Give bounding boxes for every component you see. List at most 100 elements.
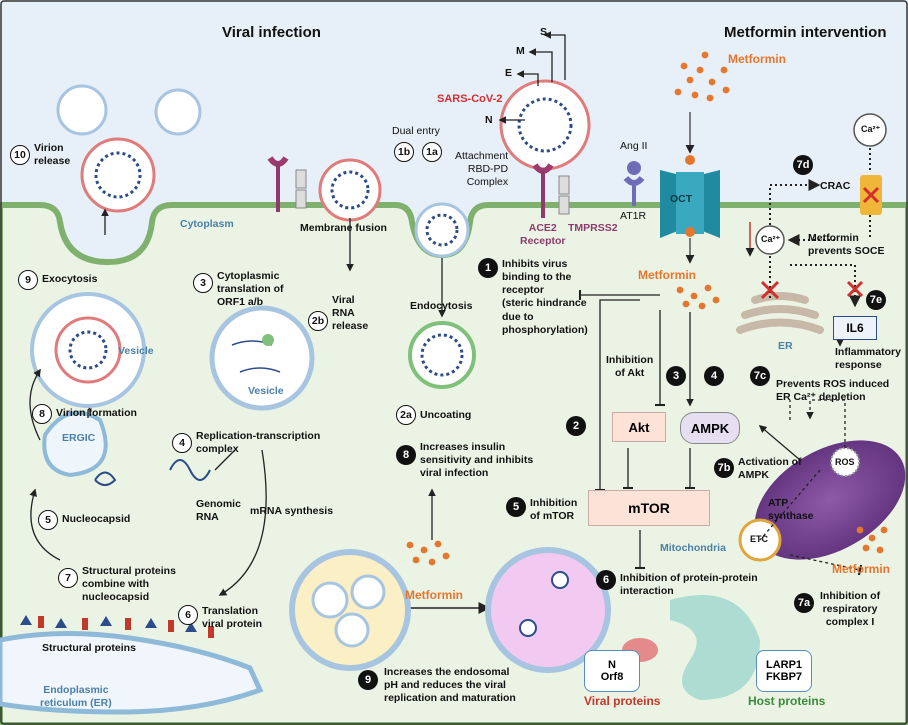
label-soce: Metformin prevents SOCE [808, 232, 885, 258]
label-step-r7c: Prevents ROS induced ER Ca²⁺ depletion [776, 378, 890, 404]
label-metformin-top: Metformin [728, 52, 786, 66]
step-r6-badge: 6 [596, 570, 616, 590]
virion-release [56, 84, 202, 213]
label-ace2: ACE2 Receptor [520, 222, 566, 248]
label-step-9: Exocytosis [42, 273, 98, 285]
step-10-badge: 10 [10, 145, 30, 165]
label-uncoating: Uncoating [420, 409, 472, 421]
label-step-r6: Inhibition of protein-protein interactio… [620, 572, 758, 598]
step-6-badge: 6 [178, 605, 198, 625]
ampk-box: AMPK [680, 412, 740, 444]
step-r4-badge: 4 [704, 366, 724, 386]
step-8-badge: 8 [32, 404, 52, 424]
mitochondrion [754, 440, 906, 560]
step-4-badge: 4 [172, 433, 192, 453]
viral-protein-box: N Orf8 [584, 650, 640, 692]
label-ang2: Ang II [620, 140, 648, 152]
label-er: Endoplasmic reticulum (ER) [40, 684, 112, 710]
label-e: E [505, 67, 513, 79]
step-r9-badge: 9 [358, 670, 378, 690]
label-sars-cov-2: SARS-CoV-2 [437, 93, 503, 105]
label-er-right: ER [778, 340, 793, 352]
nucleocapsid [94, 471, 117, 486]
label-vesicle-b: Vesicle [248, 385, 284, 397]
label-metformin-cyto: Metformin [638, 268, 696, 282]
step-r1-badge: 1 [478, 258, 498, 278]
label-step-r7a: Inhibition of respiratory complex I [820, 590, 881, 629]
step-r7a-badge: 7a [794, 593, 814, 613]
label-ros: ROS [835, 457, 855, 467]
label-attachment: Attachment RBD-PD Complex [455, 150, 509, 189]
step-7-badge: 7 [58, 568, 78, 588]
step-r2-badge: 2 [566, 416, 586, 436]
il6-box: IL6 [833, 316, 877, 340]
uncoating-vesicle [408, 321, 476, 389]
akt-box: Akt [612, 412, 666, 442]
label-metformin-mito: Metformin [832, 562, 890, 576]
label-step-6: Translation viral protein [202, 605, 263, 631]
step-r8-badge: 8 [396, 445, 416, 465]
label-step-r7e: Inflammatory response [835, 346, 901, 372]
label-genomic-rna: Genomic RNA [196, 498, 241, 524]
label-crac: CRAC [820, 180, 851, 192]
fusing-virion [318, 158, 382, 222]
label-ca-cytosol: Ca²⁺ [761, 234, 781, 244]
step-9-badge: 9 [18, 270, 38, 290]
genomic-rna [169, 459, 211, 481]
label-s: S [540, 26, 548, 38]
title-viral-infection: Viral infection [222, 24, 321, 41]
label-dual-entry: Dual entry [392, 125, 440, 137]
label-step-4: Replication-transcription complex [196, 430, 321, 456]
endoplasmic-reticulum [0, 630, 264, 715]
step-3-badge: 3 [193, 273, 213, 293]
sars-cov-2-virion [499, 79, 591, 171]
metformin-dots [406, 51, 888, 566]
label-viral-rna-release: Viral RNA release [332, 294, 369, 333]
label-mitochondria: Mitochondria [660, 542, 726, 554]
treated-endosome [485, 547, 611, 673]
label-oct: OCT [670, 193, 693, 205]
label-etc: ETC [750, 534, 768, 544]
replication-vesicle [209, 305, 315, 411]
endosome [289, 549, 411, 671]
step-5-badge: 5 [38, 510, 58, 530]
label-structural-proteins: Structural proteins [42, 642, 136, 654]
label-metformin-endosome: Metformin [405, 588, 463, 602]
step-r7d-badge: 7d [793, 155, 813, 175]
label-step-3: Cytoplasmic translation of ORF1 a/b [217, 270, 284, 309]
structural-protein-markers-red [38, 616, 214, 638]
title-metformin-intervention: Metformin intervention [724, 24, 887, 41]
step-r7e-badge: 7e [866, 290, 886, 310]
label-step-r7b: Activation of AMPK [738, 456, 802, 482]
step-r7c-badge: 7c [750, 366, 770, 386]
host-protein-shape [670, 595, 760, 700]
label-membrane-fusion: Membrane fusion [300, 222, 387, 234]
label-step-r9: Increases the endosomal pH and reduces t… [384, 666, 516, 705]
label-m: M [516, 45, 525, 57]
structural-protein-markers [20, 615, 197, 632]
label-step-r1: Inhibits virus binding to the receptor (… [502, 258, 588, 336]
step-1b-badge: 1b [394, 142, 414, 162]
label-step-r5: Inhibition of mTOR [530, 497, 578, 523]
receptor-shapes [267, 156, 645, 218]
label-viral-proteins: Viral proteins [584, 694, 661, 708]
label-host-proteins: Host proteins [748, 694, 826, 708]
label-atp-synthase: ATP synthase [768, 497, 814, 523]
label-at1r: AT1R [620, 210, 647, 222]
step-r3-badge: 3 [666, 366, 686, 386]
oct-channel [660, 155, 720, 238]
label-step-r8: Increases insulin sensitivity and inhibi… [420, 441, 534, 480]
label-ergic: ERGIC [62, 432, 96, 444]
step-10-label: Virion release [34, 142, 71, 168]
step-r7b-badge: 7b [714, 458, 734, 478]
label-n: N [485, 114, 493, 126]
label-tmprss2: TMPRSS2 [568, 222, 618, 234]
step-1a-badge: 1a [422, 142, 442, 162]
ergic-compartment [42, 410, 108, 478]
cytosolic-ca [755, 225, 785, 255]
label-endocytosis: Endocytosis [410, 300, 473, 312]
extracellular-ca [853, 113, 887, 147]
label-step-8: Virion formation [56, 407, 137, 419]
